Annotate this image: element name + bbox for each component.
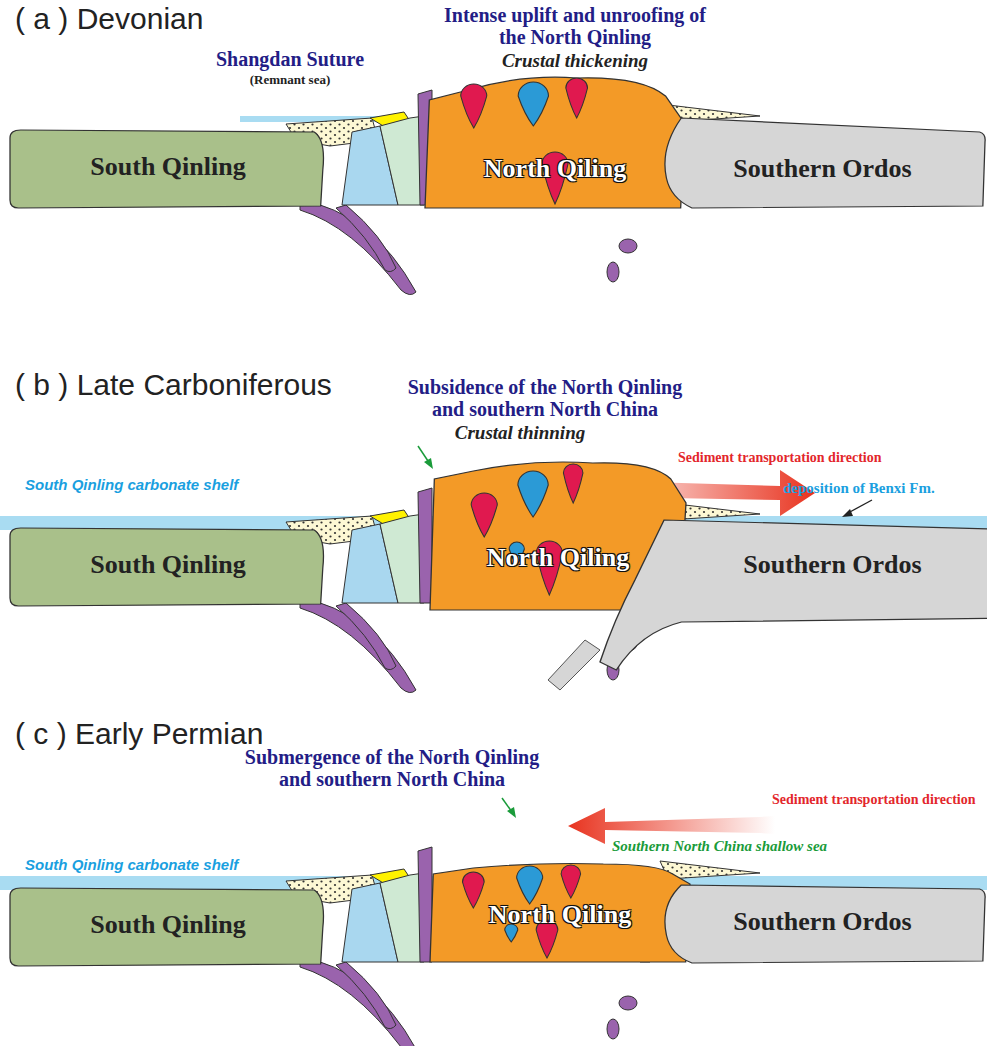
crustal-block: South Qinling [10,888,326,966]
suture-name: Shangdan Suture [190,48,390,70]
panel-heading: ( b ) Late Carboniferous [15,368,332,402]
shelf-label: South Qinling carbonate shelf [25,476,238,493]
block-name: North Qiling [430,900,690,930]
block-outline [425,72,685,208]
crustal-block: North Qiling [425,72,685,208]
block-outline [600,520,987,675]
block-name: South Qinling [10,910,326,940]
suture-note: (Remnant sea) [190,72,390,88]
block-name: Southern Ordos [660,154,985,184]
shelf-label: South Qinling carbonate shelf [25,856,238,873]
process-note: Crustal thickening [430,50,720,72]
crustal-block: Southern Ordos [600,520,987,675]
process-note: Submergence of the North Qinling and sou… [237,746,547,790]
crustal-block: North Qiling [430,860,690,962]
crustal-block: South Qinling [10,528,326,606]
panel-heading: ( c ) Early Permian [15,717,263,751]
sea-label: Southern North China shallow sea [612,838,827,855]
formation-label: deposition of Benxi Fm. [783,480,935,497]
crustal-block: Southern Ordos [660,118,985,208]
crustal-block: South Qinling [10,130,326,208]
block-name: South Qinling [10,152,326,182]
panel-heading: ( a ) Devonian [15,2,203,36]
block-name: Southern Ordos [660,907,985,937]
transport-label: Sediment transportation direction [678,450,882,466]
process-note: Subsidence of the North Qinling and sout… [395,376,695,420]
transport-label: Sediment transportation direction [772,792,976,808]
block-name: South Qinling [10,550,326,580]
process-note: Crustal thinning [420,422,620,444]
crustal-block: Southern Ordos [660,885,985,963]
block-name: North Qiling [425,154,685,184]
process-note: Intense uplift and unroofing of the Nort… [430,4,720,48]
block-name: Southern Ordos [640,550,987,580]
